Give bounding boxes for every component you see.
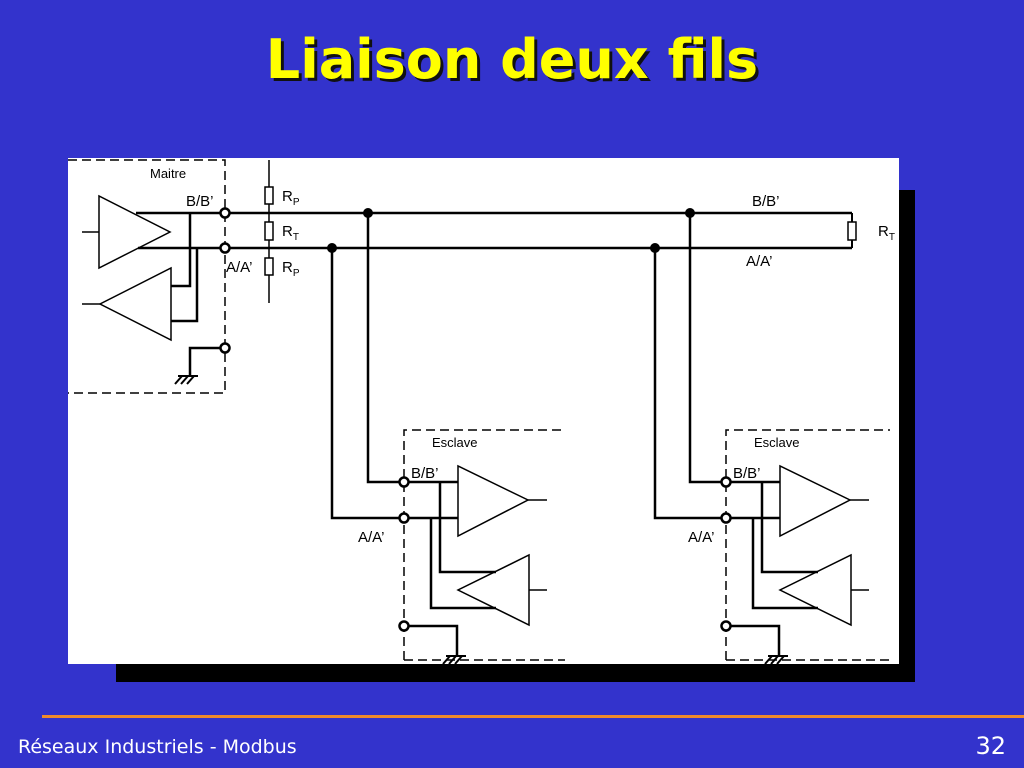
footer-rule (42, 715, 1024, 718)
master-label: Maitre (150, 166, 186, 181)
slave-module-1 (330, 213, 565, 665)
master-receiver (98, 266, 172, 342)
rt-master-label: RT (282, 223, 299, 243)
slave-2-a-label: A/A’ (688, 529, 714, 546)
rt-end-label: RT (878, 223, 895, 243)
subscript: T (293, 232, 299, 243)
slave-1-label: Esclave (432, 435, 478, 450)
subscript: T (889, 232, 895, 243)
r-letter: R (282, 223, 293, 240)
resistor-rt-master (264, 221, 274, 241)
master-b-label: B/B’ (186, 193, 214, 210)
junction-dots (327, 208, 695, 253)
footer-text: Réseaux Industriels - Modbus (18, 736, 297, 758)
slide-title: Liaison deux fils (265, 28, 759, 91)
slave-1-a-label: A/A’ (358, 529, 384, 546)
master-module (68, 159, 226, 394)
r-letter: R (282, 259, 293, 276)
ground-icon (764, 655, 788, 665)
subscript: P (293, 197, 300, 208)
resistor-rp-top (264, 186, 274, 205)
terminals (219, 207, 732, 632)
bus-a-label: A/A’ (746, 253, 772, 270)
master-a-label: A/A’ (226, 259, 252, 276)
ground-icon (174, 375, 198, 385)
slave-1-driver (457, 464, 530, 538)
resistor-rt-end (847, 221, 857, 241)
diagram-panel (68, 158, 899, 664)
slave-module-2 (653, 213, 890, 665)
rp-top-label: RP (282, 188, 300, 208)
bus-b-label: B/B’ (752, 193, 780, 210)
slave-1-b-label: B/B’ (411, 465, 439, 482)
r-letter: R (878, 223, 889, 240)
slave-2-b-label: B/B’ (733, 465, 761, 482)
slave-2-driver (779, 464, 852, 538)
subscript: P (293, 268, 300, 279)
slave-2-label: Esclave (754, 435, 800, 450)
r-letter: R (282, 188, 293, 205)
page-number: 32 (975, 732, 1006, 760)
resistor-rp-bottom (264, 257, 274, 276)
ground-icon (442, 655, 466, 665)
rp-bottom-label: RP (282, 259, 300, 279)
